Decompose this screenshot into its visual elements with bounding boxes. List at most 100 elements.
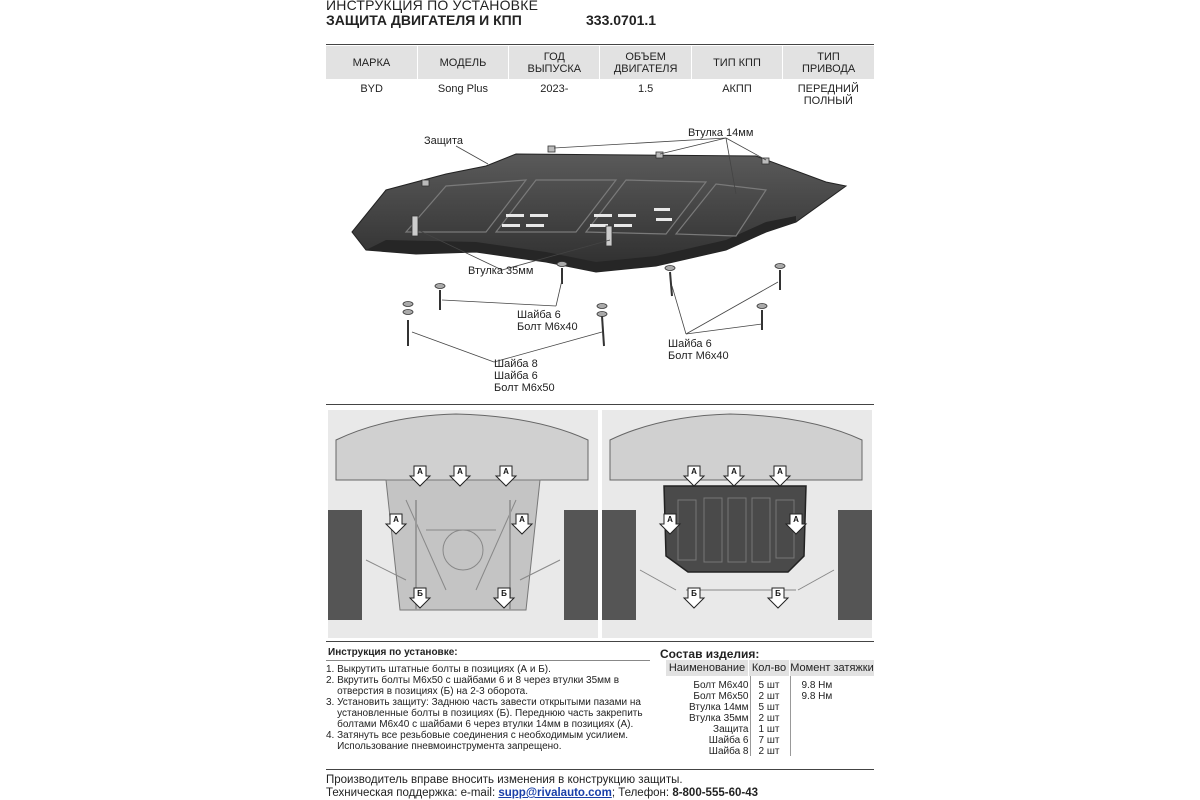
diagram-divider bbox=[326, 404, 874, 405]
photos-divider bbox=[326, 641, 874, 642]
val-brand: BYD bbox=[360, 83, 383, 95]
marker-a-7: А bbox=[731, 467, 737, 476]
bushings-14mm bbox=[421, 145, 770, 187]
part-torque: 9.8 Нм bbox=[801, 691, 833, 702]
parts-row: Защита 1 шт bbox=[666, 724, 874, 735]
part-qty: 1 шт bbox=[758, 724, 780, 735]
markers-after bbox=[658, 465, 808, 609]
parts-col-name: Наименование bbox=[668, 662, 746, 674]
instruction-step-1: 1. Выкрутить штатные болты в позициях (А… bbox=[326, 664, 551, 675]
parts-table: Наименование Кол-во Момент затяжки Болт … bbox=[666, 660, 874, 757]
part-name: Болт М6х40 bbox=[693, 680, 749, 691]
parts-row: Болт М6х40 5 шт 9.8 Нм bbox=[666, 676, 874, 691]
part-qty: 2 шт bbox=[758, 746, 780, 757]
doc-subtitle: ЗАЩИТА ДВИГАТЕЛЯ И КПП bbox=[326, 12, 522, 28]
col-year-label: ГОД ВЫПУСКА bbox=[527, 50, 582, 75]
parts-col-torque: Момент затяжки bbox=[789, 660, 874, 676]
footer-divider bbox=[326, 769, 874, 770]
installed-guard bbox=[663, 485, 807, 573]
parts-row: Шайба 6 7 шт bbox=[666, 735, 874, 746]
part-qty: 5 шт bbox=[758, 702, 780, 713]
guard-plate-shape bbox=[351, 153, 848, 273]
parts-col-qty: Кол-во bbox=[748, 660, 790, 676]
label-washer-bolt-right: Шайба 6 Болт М6х40 bbox=[668, 338, 729, 362]
label-bushing-35mm: Втулка 35мм bbox=[468, 265, 534, 277]
label-washer-bolt-left: Шайба 6 Болт М6х40 bbox=[517, 309, 578, 333]
val-engine: 1.5 bbox=[638, 83, 654, 95]
part-qty: 2 шт bbox=[758, 713, 780, 724]
marker-a-6: А bbox=[691, 467, 697, 476]
instructions-divider bbox=[326, 660, 650, 661]
doc-title: ИНСТРУКЦИЯ ПО УСТАНОВКЕ bbox=[326, 0, 539, 13]
label-guard: Защита bbox=[424, 135, 463, 147]
bushings-35mm bbox=[411, 215, 613, 247]
parts-row: Втулка 14мм 5 шт bbox=[666, 702, 874, 713]
article-code: 333.0701.1 bbox=[586, 12, 657, 28]
marker-a-1: А bbox=[417, 467, 423, 476]
part-name: Шайба 6 bbox=[708, 735, 749, 746]
guard-slots bbox=[502, 208, 672, 227]
label-bottom-fasteners: Шайба 8 Шайба 6 Болт М6х50 bbox=[494, 358, 555, 394]
photo-after bbox=[602, 410, 872, 638]
part-torque bbox=[790, 735, 875, 746]
leader-lines bbox=[411, 137, 779, 363]
label-bushing-14mm: Втулка 14мм bbox=[688, 127, 754, 139]
col-brand: МАРКА bbox=[326, 46, 418, 79]
marker-a-8: А bbox=[777, 467, 783, 476]
part-qty: 2 шт bbox=[758, 691, 780, 702]
col-drive: ТИП ПРИВОДА bbox=[782, 46, 874, 79]
marker-b-2: Б bbox=[501, 589, 507, 598]
part-torque bbox=[790, 724, 875, 735]
col-engine: ОБЪЕМ ДВИГАТЕЛЯ bbox=[599, 46, 692, 79]
footer-note: Производитель вправе вносить изменения в… bbox=[326, 774, 683, 786]
parts-row: Болт М6х50 2 шт 9.8 Нм bbox=[666, 691, 874, 702]
marker-a-9: А bbox=[667, 515, 673, 524]
val-drive: ПЕРЕДНИЙ ПОЛНЫЙ bbox=[783, 79, 874, 107]
photo-before bbox=[328, 410, 598, 638]
instructions-title: Инструкция по установке: bbox=[328, 647, 458, 658]
col-engine-label: ОБЪЕМ ДВИГАТЕЛЯ bbox=[613, 50, 678, 75]
col-year: ГОД ВЫПУСКА bbox=[508, 46, 600, 79]
parts-col-divider-1 bbox=[750, 676, 751, 756]
marker-a-10: А bbox=[793, 515, 799, 524]
part-name: Втулка 35мм bbox=[689, 713, 749, 724]
support-label: Техническая поддержка: e-mail: bbox=[326, 787, 499, 799]
footer-support: Техническая поддержка: e-mail: supp@riva… bbox=[326, 787, 758, 799]
part-name: Втулка 14мм bbox=[689, 702, 749, 713]
part-torque: 9.8 Нм bbox=[801, 680, 833, 691]
guard-plate-edge bbox=[366, 216, 796, 272]
marker-b-4: Б bbox=[775, 589, 781, 598]
col-drive-label: ТИП ПРИВОДА bbox=[801, 50, 856, 75]
guard-ribs bbox=[404, 179, 768, 237]
part-name: Болт М6х50 bbox=[693, 691, 749, 702]
parts-col-divider-2 bbox=[790, 676, 791, 756]
support-phone[interactable]: 8-800-555-60-43 bbox=[672, 787, 758, 799]
installed-guard-ribs bbox=[677, 497, 795, 563]
markers-before bbox=[384, 465, 534, 609]
vehicle-spec-table: МАРКА МОДЕЛЬ ГОД ВЫПУСКА ОБЪЕМ ДВИГАТЕЛЯ… bbox=[326, 46, 874, 107]
instruction-step-3: 3. Установить защиту: Заднюю часть завес… bbox=[326, 697, 643, 730]
col-gearbox: ТИП КПП bbox=[690, 46, 783, 79]
part-qty: 7 шт bbox=[758, 735, 780, 746]
part-torque bbox=[790, 713, 875, 724]
part-name: Защита bbox=[713, 724, 749, 735]
marker-a-5: А bbox=[519, 515, 525, 524]
val-year: 2023- bbox=[540, 83, 569, 95]
part-torque bbox=[790, 746, 875, 757]
parts-row: Втулка 35мм 2 шт bbox=[666, 713, 874, 724]
marker-b-1: Б bbox=[417, 589, 423, 598]
part-qty: 5 шт bbox=[758, 680, 780, 691]
part-name: Шайба 8 bbox=[708, 746, 749, 757]
exploded-diagram bbox=[351, 137, 848, 363]
marker-a-2: А bbox=[457, 467, 463, 476]
marker-a-3: А bbox=[503, 467, 509, 476]
part-torque bbox=[790, 702, 875, 713]
bolts bbox=[407, 268, 781, 347]
marker-b-3: Б bbox=[691, 589, 697, 598]
washers bbox=[402, 261, 786, 317]
instruction-step-4: 4. Затянуть все резьбовые соединения с н… bbox=[326, 730, 629, 752]
instruction-step-2: 2. Вкрутить болты М6х50 с шайбами 6 и 8 … bbox=[326, 675, 620, 697]
val-model: Song Plus bbox=[437, 83, 489, 95]
support-email-link[interactable]: supp@rivalauto.com bbox=[498, 787, 612, 799]
parts-row: Шайба 8 2 шт bbox=[666, 746, 874, 757]
